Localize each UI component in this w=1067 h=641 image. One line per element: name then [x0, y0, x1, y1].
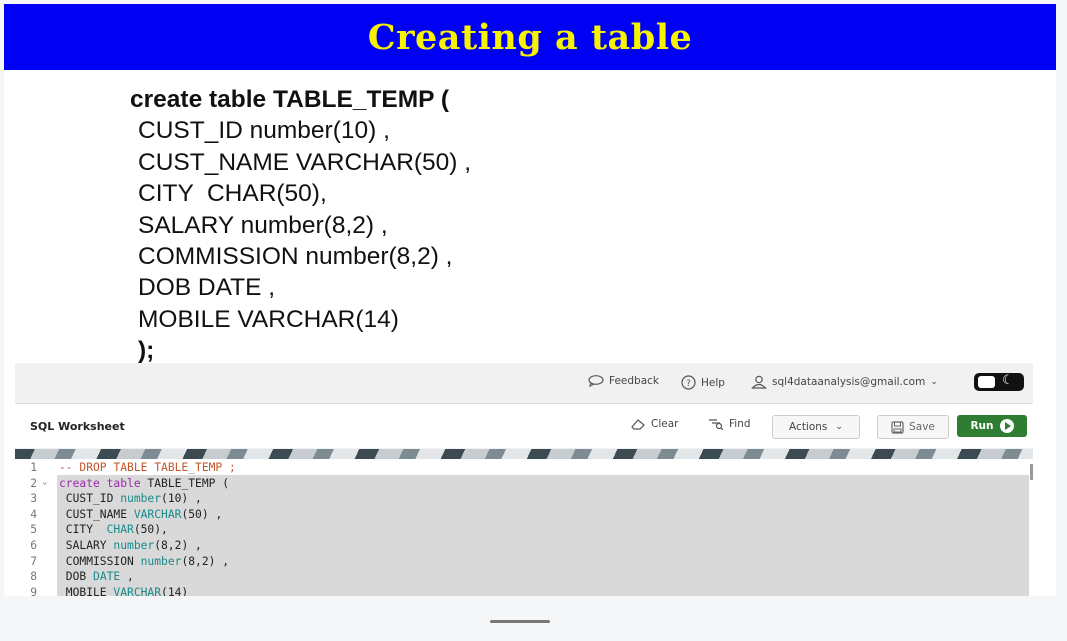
save-label: Save — [909, 421, 935, 433]
svg-text:?: ? — [686, 379, 691, 389]
code-line: ); — [138, 337, 155, 365]
code-line: create table TABLE_TEMP ( — [130, 86, 450, 113]
editor-code-line: -- DROP TABLE TABLE_TEMP ; — [59, 461, 236, 474]
code-token: , — [120, 570, 134, 584]
sql-worksheet-screenshot: Feedback ? Help sql4dataanalysis@gmail.c… — [15, 363, 1033, 596]
code-token: create table — [59, 476, 141, 490]
feedback-icon — [588, 375, 604, 387]
help-label: Help — [701, 376, 725, 389]
run-label: Run — [970, 420, 994, 432]
clear-button[interactable]: Clear — [630, 418, 678, 430]
editor-code-line: DOB DATE , — [59, 570, 134, 583]
line-number: 9 — [30, 585, 37, 596]
code-editor[interactable]: 12345678910⌄ -- DROP TABLE TABLE_TEMP ;c… — [15, 459, 1033, 596]
code-line: DOB DATE , — [138, 274, 276, 302]
text-selection — [57, 475, 1029, 596]
save-icon — [891, 420, 904, 434]
slide-title: Creating a table — [367, 16, 693, 58]
code-token: number — [113, 539, 155, 552]
line-number: 2 — [30, 476, 37, 490]
line-number-gutter: 12345678910⌄ — [15, 459, 55, 596]
code-line: CUST_ID number(10) , — [138, 117, 390, 145]
theme-toggle[interactable]: ☾ — [974, 373, 1024, 391]
line-number: 5 — [30, 523, 37, 537]
line-number: 8 — [30, 570, 37, 584]
play-icon — [999, 419, 1014, 433]
sql-code-block: create table TABLE_TEMP ( CUST_ID number… — [130, 84, 471, 367]
code-token: (8,2) , — [154, 539, 202, 552]
line-number: 3 — [30, 492, 37, 506]
user-icon — [751, 375, 767, 389]
editor-code-line: SALARY number(8,2) , — [59, 539, 202, 552]
code-token: number — [140, 554, 182, 568]
editor-code-line: MOBILE VARCHAR(14) — [59, 586, 188, 596]
code-token: DATE — [93, 570, 121, 584]
editor-code-line: CUST_ID number(10) , — [59, 492, 202, 505]
editor-code-line: COMMISSION number(8,2) , — [59, 555, 229, 568]
top-bar: Feedback ? Help sql4dataanalysis@gmail.c… — [15, 363, 1033, 404]
editor-code-line: CITY CHAR(50), — [59, 523, 168, 536]
code-token: SALARY — [59, 539, 114, 552]
code-line: CITY CHAR(50), — [138, 180, 327, 208]
code-token: CITY — [59, 523, 107, 537]
editor-code-line: CUST_NAME VARCHAR(50) , — [59, 508, 222, 521]
code-line: SALARY number(8,2) , — [138, 211, 388, 239]
code-line: CUST_NAME VARCHAR(50) , — [138, 148, 472, 176]
code-token: MOBILE — [59, 585, 114, 596]
code-token: number — [120, 492, 162, 506]
line-number: 4 — [30, 507, 37, 521]
find-button[interactable]: Find — [708, 418, 751, 430]
fold-chevron-icon[interactable]: ⌄ — [42, 476, 48, 487]
find-label: Find — [729, 418, 751, 430]
title-bar: Creating a table — [4, 4, 1056, 70]
code-token: (50), — [133, 523, 168, 537]
chevron-down-icon: ⌄ — [835, 422, 843, 432]
code-token: COMMISSION — [59, 554, 141, 568]
find-icon — [709, 419, 724, 430]
clear-label: Clear — [651, 418, 679, 430]
code-token: VARCHAR — [113, 585, 162, 596]
code-token: (14) — [161, 585, 189, 596]
actions-label: Actions — [789, 421, 828, 433]
code-token: TABLE_TEMP ( — [140, 476, 230, 490]
code-token: CUST_ID — [59, 492, 121, 506]
actions-dropdown[interactable]: Actions ⌄ — [772, 415, 860, 439]
slide: Creating a table create table TABLE_TEMP… — [4, 4, 1056, 596]
line-number: 6 — [30, 539, 37, 552]
code-token: -- DROP TABLE TABLE_TEMP ; — [59, 461, 236, 474]
code-token: CUST_NAME — [59, 507, 134, 521]
code-line: MOBILE VARCHAR(14) — [138, 305, 399, 333]
editor-code-line: create table TABLE_TEMP ( — [59, 477, 229, 490]
run-button[interactable]: Run — [957, 415, 1027, 437]
worksheet-toolbar: SQL Worksheet Clear Find Actions ⌄ Save … — [15, 404, 1033, 448]
code-line: COMMISSION number(8,2) , — [138, 243, 453, 271]
code-token: (50) , — [181, 507, 223, 521]
decorative-banner — [15, 449, 1033, 459]
moon-icon: ☾ — [1002, 373, 1014, 388]
toggle-knob — [978, 376, 995, 388]
line-number: 1 — [30, 461, 37, 474]
code-token: DOB — [59, 570, 94, 584]
save-button[interactable]: Save — [877, 415, 949, 439]
help-link[interactable]: ? Help — [681, 375, 725, 390]
code-token: CHAR — [106, 523, 134, 537]
line-number: 7 — [30, 554, 37, 568]
code-token: (8,2) , — [181, 554, 230, 568]
feedback-link[interactable]: Feedback — [588, 375, 659, 387]
code-token: VARCHAR — [133, 507, 182, 521]
scrollbar[interactable] — [1030, 464, 1033, 480]
feedback-label: Feedback — [609, 375, 660, 387]
account-menu[interactable]: sql4dataanalysis@gmail.com ⌄ — [751, 375, 938, 389]
chevron-down-icon: ⌄ — [930, 377, 938, 387]
code-token: (10) , — [161, 492, 202, 506]
eraser-icon — [631, 419, 645, 430]
worksheet-title: SQL Worksheet — [30, 420, 125, 433]
help-icon: ? — [681, 375, 696, 390]
account-email: sql4dataanalysis@gmail.com — [772, 376, 926, 388]
home-indicator — [490, 620, 550, 623]
